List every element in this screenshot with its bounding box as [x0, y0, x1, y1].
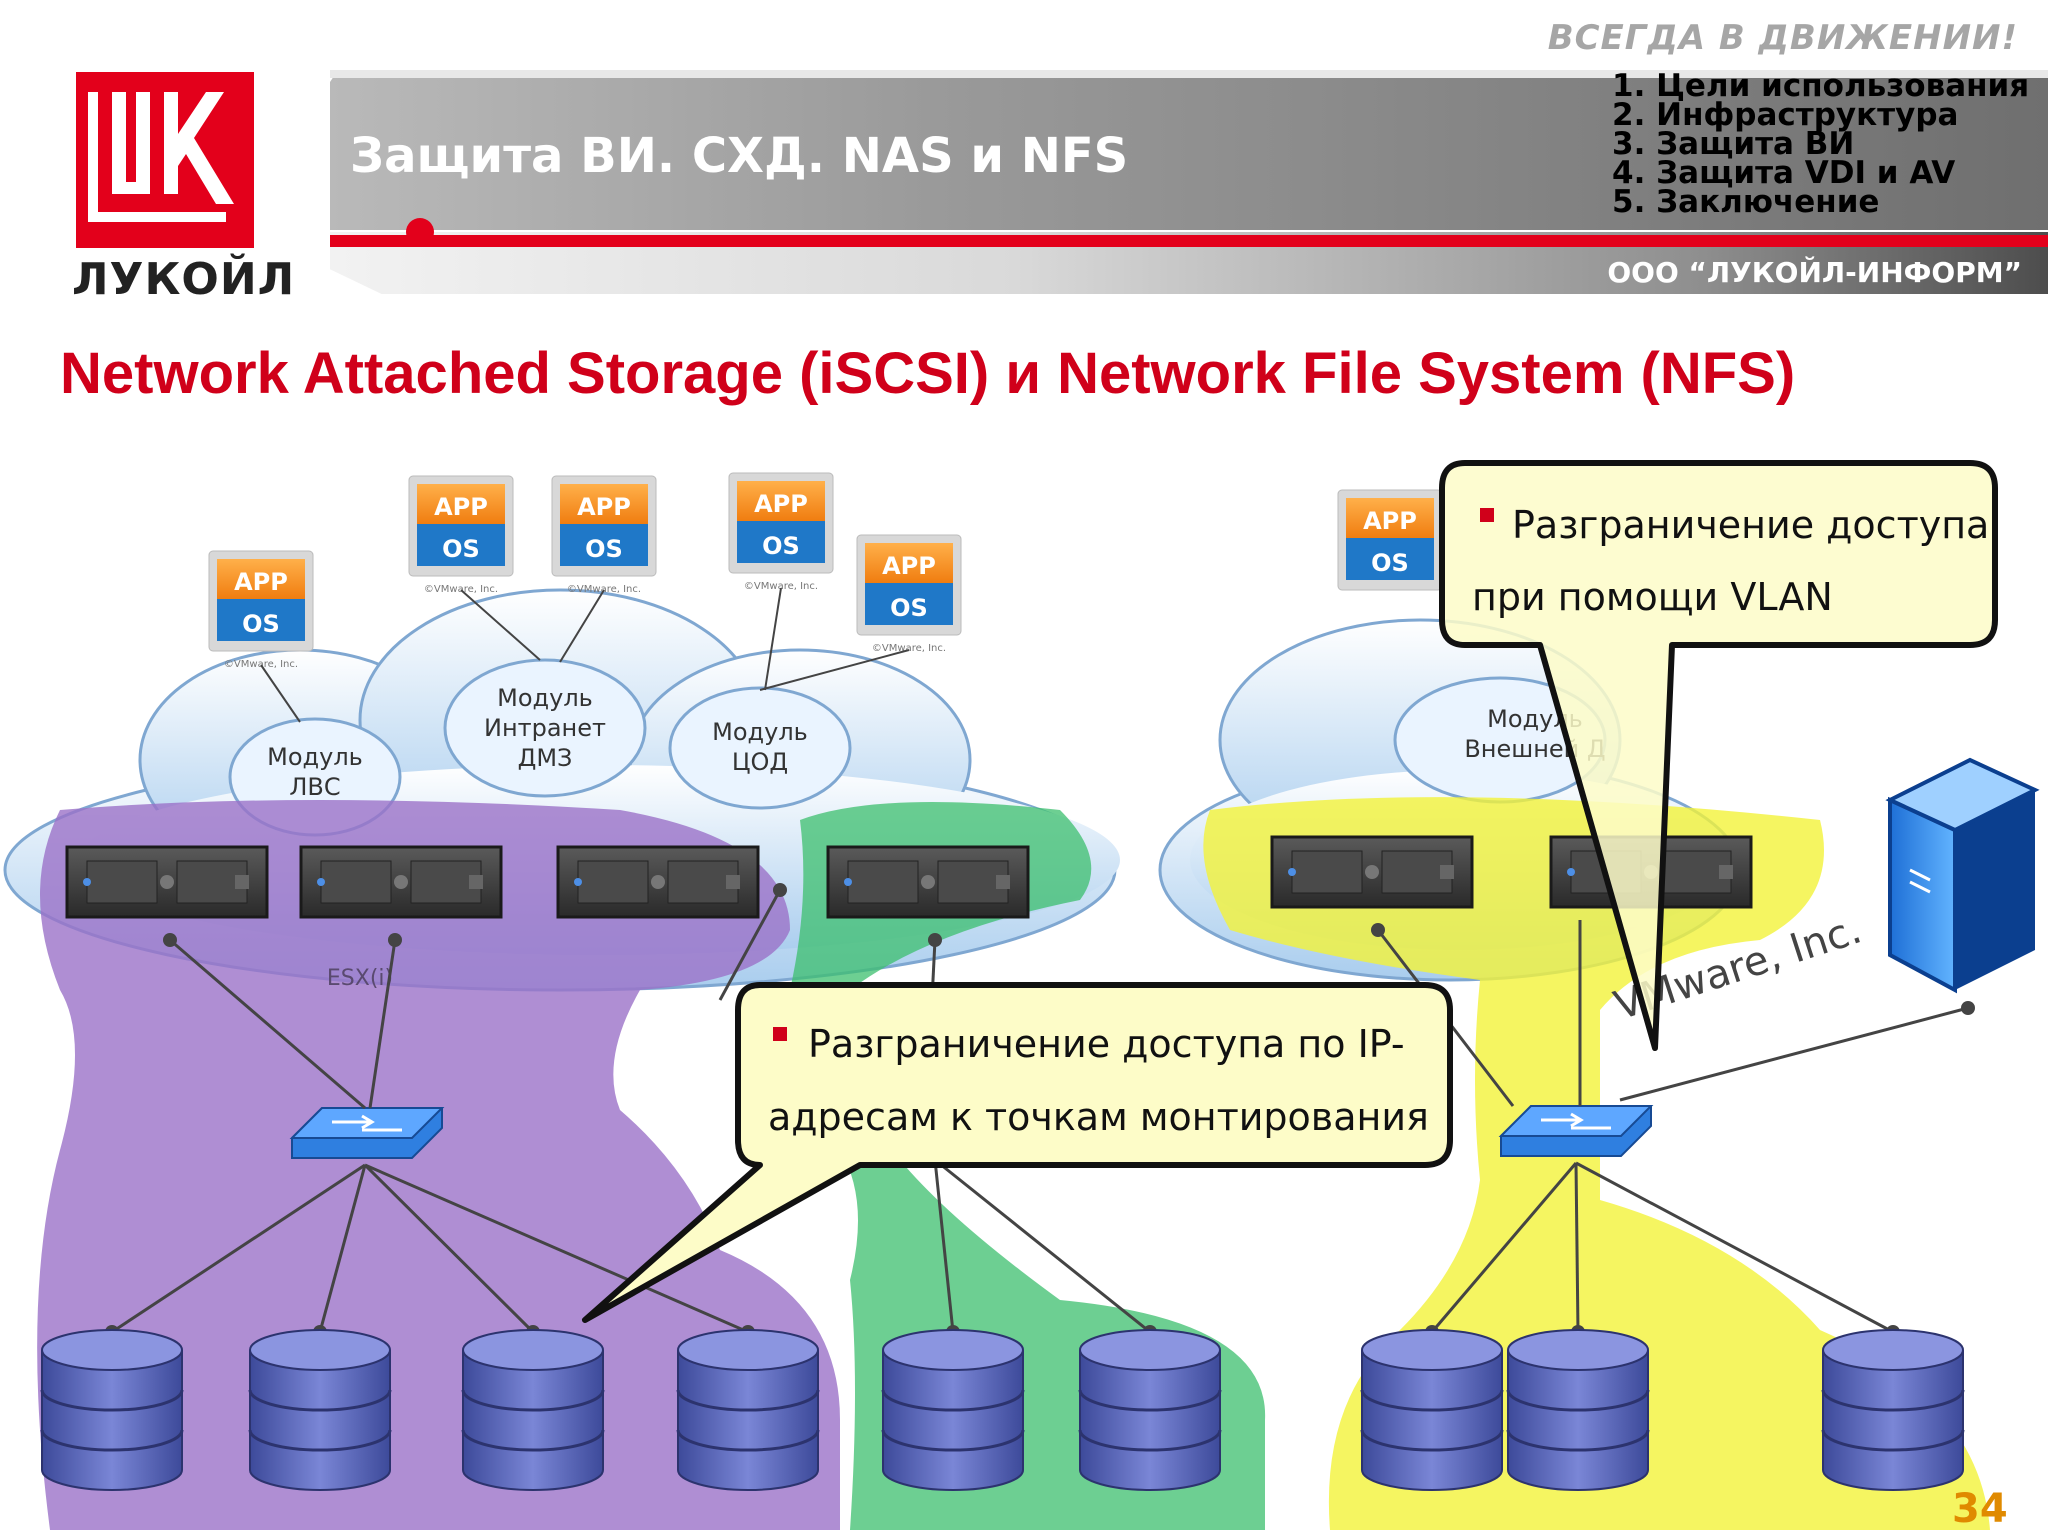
bullet-icon: [773, 1027, 787, 1041]
module-lan-line2: ЛВС: [289, 773, 340, 801]
vm-app-label: APP: [234, 568, 288, 596]
vm-os-label: OS: [1371, 549, 1409, 577]
company-name: ООО “ЛУКОЙЛ-ИНФОРМ”: [1607, 256, 2022, 289]
vm-os-label: OS: [442, 535, 480, 563]
storage-network-diagram: Модуль ЛВС Модуль Интранет ДМЗ Модуль ЦО…: [3, 460, 2040, 1530]
esx-server: [556, 845, 760, 919]
module-dmz-line2: Интранет: [484, 714, 606, 742]
vm-copyright: ©VMware, Inc.: [224, 659, 298, 670]
right-network-links: [1376, 920, 1969, 1334]
storage-database-icon: [1078, 1328, 1222, 1492]
page-number: 34: [1952, 1486, 2008, 1532]
header-red-line: [330, 235, 2048, 247]
callout-vlan-access: Разграничение доступа при помощи VLAN: [1439, 460, 1998, 1051]
callout-ip-line1: Разграничение доступа по IP-: [808, 1022, 1405, 1066]
module-lan-line1: Модуль: [267, 743, 363, 771]
toc-item[interactable]: 1. Цели использования: [1612, 68, 2030, 104]
storage-database-icon: [248, 1328, 392, 1492]
module-dc-line2: ЦОД: [732, 748, 788, 776]
lukoil-logo-mark-icon: [88, 92, 234, 222]
vm-app-label: APP: [754, 490, 808, 518]
bullet-icon: [1480, 508, 1494, 522]
toc-item[interactable]: 2. Инфраструктура: [1612, 97, 1959, 133]
slogan: ВСЕГДА В ДВИЖЕНИИ!: [1547, 18, 2018, 58]
vm-copyright: ©VMware, Inc.: [567, 584, 641, 595]
vm-app-label: APP: [882, 552, 936, 580]
purple-access-zone: [37, 800, 840, 1530]
table-of-contents: 1. Цели использования 2. Инфраструктура …: [1612, 68, 2030, 220]
header-band: [330, 70, 2048, 230]
callout-ip-access: Разграничение доступа по IP- адресам к т…: [582, 982, 1453, 1323]
lukoil-logo: [76, 72, 254, 248]
esx-server: [1270, 835, 1474, 909]
esx-server: [65, 845, 269, 919]
callout-ip-line2: адресам к точкам монтирования: [768, 1095, 1429, 1139]
storage-database-icon: [676, 1328, 820, 1492]
section-title: Защита ВИ. СХД. NAS и NFS: [350, 128, 1129, 184]
header-red-dot: [406, 218, 434, 246]
module-bubble-dmz: Модуль Интранет ДМЗ: [443, 658, 647, 798]
storage-server-tower-icon: [1885, 757, 2040, 994]
vm-icon: APP OS ©VMware, Inc.: [856, 534, 962, 654]
network-switch-icon: [1499, 1104, 1653, 1158]
vm-os-label: OS: [890, 594, 928, 622]
module-dmz-line3: ДМЗ: [518, 744, 573, 772]
esx-label: ESX(i): [327, 966, 393, 991]
vm-icon: APP OS ©VMware, Inc.: [728, 472, 834, 592]
slide-title: Network Attached Storage (iSCSI) и Netwo…: [60, 341, 1796, 406]
toc-item[interactable]: 3. Защита ВИ: [1612, 126, 1855, 162]
storage-database-icon: [1821, 1328, 1965, 1492]
logo-wordmark: ЛУКОЙЛ: [72, 254, 296, 305]
vm-app-label: APP: [577, 493, 631, 521]
vm-os-label: OS: [585, 535, 623, 563]
module-dmz-line1: Модуль: [497, 684, 593, 712]
esx-server: [299, 845, 503, 919]
vm-os-label: OS: [762, 532, 800, 560]
storage-database-icon: [881, 1328, 1025, 1492]
vm-copyright: ©VMware, Inc.: [744, 581, 818, 592]
vm-icon: APP OS ©VMware, Inc.: [408, 475, 514, 595]
storage-database-icon: [1506, 1328, 1650, 1492]
header-band-highlight: [330, 70, 2048, 78]
vm-copyright: ©VMware, Inc.: [424, 584, 498, 595]
storage-database-icon: [40, 1328, 184, 1492]
network-switch-icon: [290, 1106, 444, 1160]
module-bubble-dc: Модуль ЦОД: [668, 686, 852, 810]
storage-database-icon: [461, 1328, 605, 1492]
callout-vlan-line1: Разграничение доступа: [1512, 503, 1989, 547]
callout-vlan-line2: при помощи VLAN: [1472, 575, 1833, 619]
vm-icon: APP OS: [1337, 489, 1443, 591]
toc-item[interactable]: 4. Защита VDI и AV: [1612, 155, 1956, 191]
vm-copyright: ©VMware, Inc.: [872, 643, 946, 654]
toc-item[interactable]: 5. Заключение: [1612, 184, 1880, 220]
vm-app-label: APP: [434, 493, 488, 521]
vm-os-label: OS: [242, 610, 280, 638]
vm-icon: APP OS ©VMware, Inc.: [551, 475, 657, 595]
vm-icon: APP OS ©VMware, Inc.: [208, 550, 314, 670]
vm-module-links: [260, 587, 910, 723]
storage-database-icon: [1360, 1328, 1504, 1492]
esx-server: [826, 845, 1030, 919]
module-dc-line1: Модуль: [712, 718, 808, 746]
vm-app-label: APP: [1363, 507, 1417, 535]
